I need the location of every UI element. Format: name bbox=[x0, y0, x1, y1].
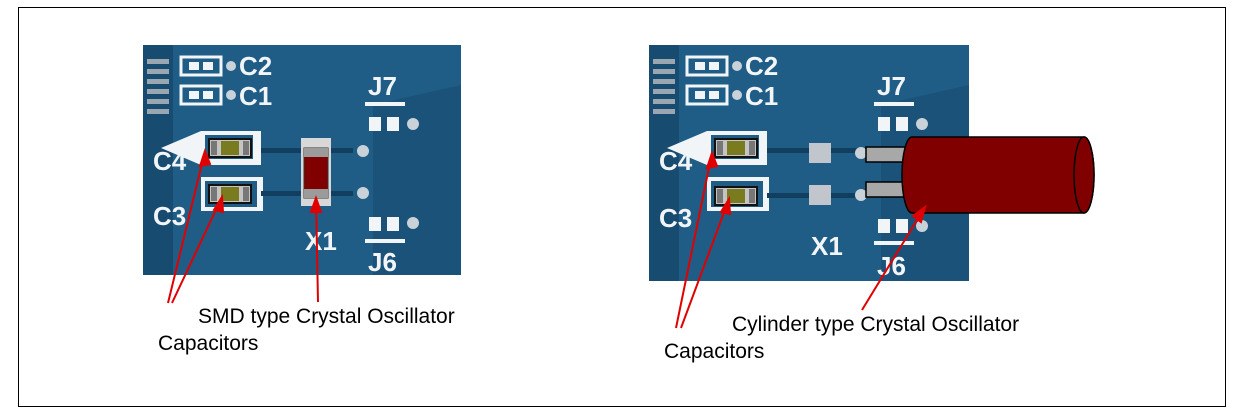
smd-crystal-x1 bbox=[301, 138, 331, 206]
pcb-photo-smd: C2 C1 J7 C4 C3 bbox=[143, 45, 461, 275]
silk-c1: C1 bbox=[745, 81, 778, 111]
silk-j6: J6 bbox=[877, 251, 906, 281]
silk-x1: X1 bbox=[305, 226, 337, 256]
header-pins bbox=[653, 59, 675, 114]
capacitor-c3 bbox=[714, 186, 758, 206]
oscillator-label-smd: SMD type Crystal Oscillator bbox=[198, 305, 455, 328]
capacitor-c3 bbox=[208, 184, 252, 204]
capacitors-label-cylinder: Capacitors bbox=[664, 340, 765, 363]
silk-c1: C1 bbox=[239, 81, 272, 111]
pcb-photo-cylinder: C2 C1 J7 C4 C3 bbox=[649, 45, 969, 281]
silk-c4: C4 bbox=[153, 146, 187, 176]
silk-c2: C2 bbox=[239, 51, 272, 81]
capacitor-c4 bbox=[208, 138, 252, 158]
header-pins bbox=[147, 59, 169, 114]
silk-j7: J7 bbox=[877, 71, 906, 101]
silk-x1: X1 bbox=[811, 231, 843, 261]
capacitor-c4 bbox=[714, 138, 758, 158]
silk-j6: J6 bbox=[368, 247, 397, 275]
capacitors-label-smd: Capacitors bbox=[158, 332, 259, 355]
silk-c2: C2 bbox=[745, 51, 778, 81]
silk-j7: J7 bbox=[368, 71, 397, 101]
silk-c4: C4 bbox=[659, 146, 693, 176]
oscillator-label-cylinder: Cylinder type Crystal Oscillator bbox=[732, 313, 1020, 336]
silk-c3: C3 bbox=[659, 203, 692, 233]
silk-c3: C3 bbox=[153, 201, 186, 231]
